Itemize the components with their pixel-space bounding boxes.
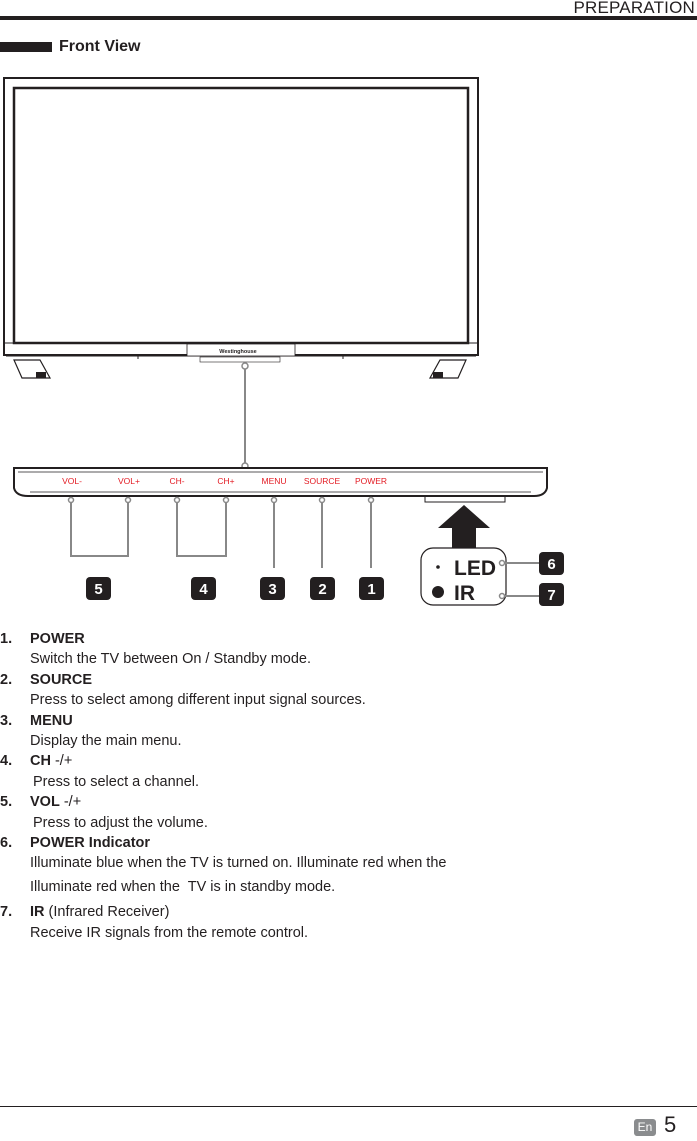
item-title: POWER (30, 631, 85, 647)
item-description: Switch the TV between On / Standby mode. (30, 651, 312, 668)
list-item-volume: 5. VOL -/+ Press to adjust the volume. (0, 792, 697, 833)
item-title: MENU (30, 712, 73, 729)
item-number: 4. (0, 753, 13, 770)
language-badge: En (634, 1119, 656, 1136)
callout-number-1: 1 (367, 581, 375, 598)
item-title: VOL (30, 794, 60, 811)
vol-minus-label: VOL- (62, 476, 82, 486)
ch-plus-label: CH+ (217, 476, 234, 486)
list-item-menu: 3. MENU Display the main menu. (0, 711, 697, 752)
item-title: CH (30, 753, 51, 770)
callout-badge-3 (260, 577, 285, 600)
item-description-continued: Illuminate red when the TV is in standby… (30, 878, 336, 895)
callout-badge-5 (86, 577, 111, 600)
callout-number-2: 2 (318, 581, 326, 598)
section-title: Front View (59, 38, 141, 55)
led-dot-icon (436, 565, 440, 569)
item-description: Illuminate blue when the TV is turned on… (30, 855, 447, 872)
tv-front-view-diagram: Westinghouse VOL- VOL+ CH- CH+ MENU SOUR… (3, 77, 564, 606)
led-label: LED (454, 557, 496, 580)
item-number: 3. (0, 712, 13, 729)
footer-rule (0, 1106, 697, 1107)
page-number: 5 (664, 1112, 677, 1137)
menu-label: MENU (261, 476, 286, 486)
callout-badge-7 (539, 583, 564, 606)
item-title-row: CH -/+ (30, 751, 697, 771)
ch-minus-label: CH- (169, 476, 184, 486)
power-label: POWER (355, 476, 387, 486)
page-section-header: PREPARATION (573, 0, 695, 17)
item-title-row: VOL -/+ (30, 792, 697, 812)
left-stand (13, 359, 52, 379)
item-title-suffix: (Infrared Receiver) (44, 904, 170, 921)
list-item-power-indicator: 6. POWER Indicator Illuminate blue when … (0, 833, 697, 897)
item-description: Press to select a channel. (33, 773, 200, 790)
item-title: IR (30, 904, 45, 921)
item-description: Receive IR signals from the remote contr… (30, 924, 309, 941)
list-item-ir: 7. IR (Infrared Receiver) Receive IR sig… (0, 902, 697, 943)
header-rule (0, 16, 697, 20)
callout-badge-2 (310, 577, 335, 600)
list-item-source: 2. SOURCE Press to select among differen… (0, 670, 697, 711)
item-number: 6. (0, 835, 13, 852)
tv-brand-logo: Westinghouse (219, 349, 257, 355)
tv-outer-frame (3, 77, 479, 356)
tv-screen (12, 86, 470, 345)
item-number: 7. (0, 904, 13, 921)
item-number: 5. (0, 794, 13, 811)
section-marker (0, 42, 52, 52)
item-number: 2. (0, 671, 13, 688)
item-description: Press to adjust the volume. (33, 814, 208, 831)
list-item-channel: 4. CH -/+ Press to select a channel. (0, 751, 697, 792)
callout-number-6: 6 (547, 556, 555, 573)
callout-badge-4 (191, 577, 216, 600)
item-title-row: IR (Infrared Receiver) (30, 902, 697, 922)
function-list: 1. POWER Switch the TV between On / Stan… (0, 629, 697, 943)
ir-sensor-icon (432, 586, 444, 598)
callout-number-4: 4 (199, 581, 208, 598)
source-label: SOURCE (304, 476, 341, 486)
callout-badge-1 (359, 577, 384, 600)
callout-number-5: 5 (94, 581, 102, 598)
callout-number-3: 3 (268, 581, 276, 598)
item-number: 1. (0, 631, 13, 647)
item-title: SOURCE (30, 671, 93, 688)
item-title-suffix: -/+ (59, 794, 82, 811)
control-panel (13, 467, 548, 503)
item-description: Press to select among different input si… (30, 692, 366, 709)
right-stand (428, 359, 467, 379)
item-title: POWER Indicator (30, 835, 151, 852)
up-arrow-icon (438, 505, 490, 549)
vol-plus-label: VOL+ (118, 476, 140, 486)
list-item-power: 1. POWER Switch the TV between On / Stan… (0, 629, 697, 670)
callout-badge-6 (539, 552, 564, 575)
item-title-suffix: -/+ (50, 753, 73, 770)
tv-logo-plate (186, 343, 296, 357)
callout-number-7: 7 (547, 587, 555, 604)
ir-label: IR (454, 582, 475, 605)
item-description: Display the main menu. (30, 733, 182, 750)
